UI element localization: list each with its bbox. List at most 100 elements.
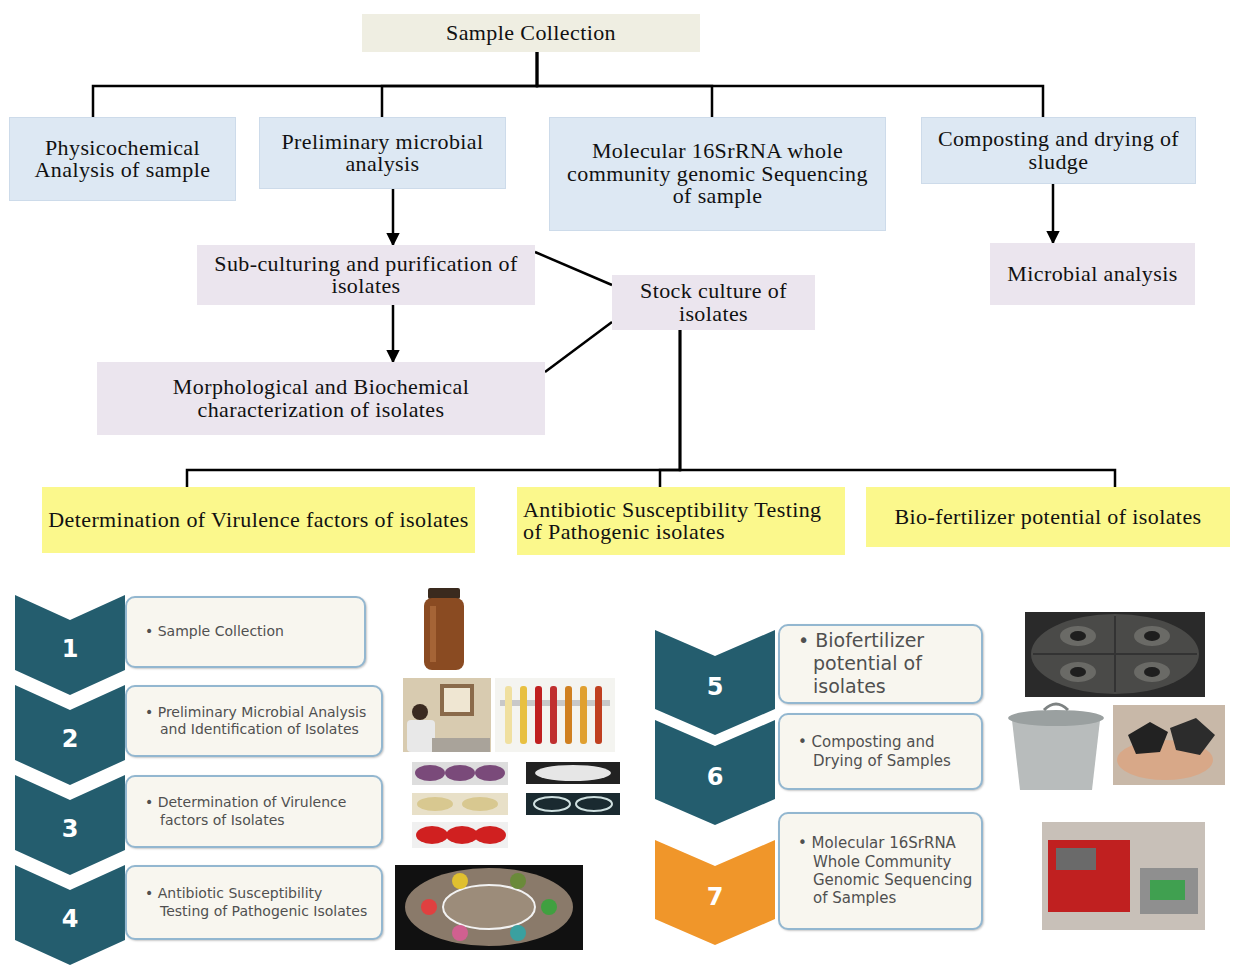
- step-number: 6: [655, 763, 775, 791]
- process-box: Sub-culturing and purification of isolat…: [197, 245, 535, 305]
- lab-photo: [403, 678, 491, 752]
- box-label: Molecular 16SrRNA whole community genomi…: [556, 140, 879, 207]
- person-coat: [407, 720, 435, 752]
- test-tube-photo: [495, 678, 615, 752]
- step-box: • Sample Collection: [125, 596, 366, 668]
- chevron-outline: [15, 775, 125, 875]
- test-tube: [565, 686, 572, 744]
- process-box: Composting and drying of sludge: [922, 118, 1195, 183]
- process-box: Morphological and Biochemical characteri…: [97, 362, 545, 435]
- connector-line: [537, 52, 1043, 118]
- agar-plate: [1031, 614, 1199, 694]
- colony: [1070, 631, 1086, 641]
- compost-bin-photo: [1008, 704, 1104, 790]
- process-box: Molecular 16SrRNA whole community genomi…: [550, 118, 885, 230]
- title-box: Sample Collection: [362, 14, 700, 52]
- jar-lid: [428, 588, 460, 599]
- photo-ground: [1025, 612, 1205, 697]
- petri-dish: [415, 765, 445, 781]
- step-box: • Antibiotic Susceptibility Testing of P…: [125, 865, 383, 940]
- step-box: • Composting and Drying of Samples: [778, 713, 983, 790]
- chevron-outline: [655, 840, 775, 945]
- step-box: • Determination of Virulence factors of …: [125, 775, 383, 848]
- connector-arrow: [392, 188, 395, 245]
- photo-ground: [1113, 705, 1225, 785]
- petri-dish: [417, 797, 453, 811]
- photo-ground: [495, 678, 615, 752]
- process-box: Physicochemical Analysis of sample: [10, 118, 235, 200]
- box-label: • Biofertilizer potential of isolates: [813, 629, 973, 699]
- photo-ground: [1042, 822, 1205, 930]
- box-label: Antibiotic Susceptibility Testing of Pat…: [523, 499, 839, 544]
- box-label: Morphological and Biochemical characteri…: [103, 376, 539, 421]
- step-number: 2: [15, 725, 125, 753]
- bin-lid: [1008, 710, 1104, 726]
- sludge-lump: [1170, 718, 1215, 755]
- step-chevron: 3: [15, 775, 125, 875]
- agar-plate: [405, 868, 573, 946]
- photo-ground: [526, 793, 620, 815]
- test-tube: [580, 686, 587, 744]
- test-tube: [535, 686, 542, 744]
- photo-ground: [412, 822, 508, 848]
- antibiotic-disc-photo: [395, 865, 583, 950]
- connector-line: [535, 252, 612, 285]
- bin-handle: [1044, 704, 1068, 710]
- wall-frame-inner: [444, 688, 470, 712]
- step-number: 3: [15, 815, 125, 843]
- process-box: Stock culture of isolates: [612, 275, 815, 330]
- box-label: Sample Collection: [368, 22, 694, 44]
- box-label: Composting and drying of sludge: [928, 128, 1189, 173]
- photo-ground: [412, 762, 508, 785]
- box-label: • Molecular 16SrRNA Whole Community Geno…: [813, 834, 973, 907]
- process-box: Microbial analysis: [990, 243, 1195, 305]
- process-box: Preliminary microbial analysis: [260, 118, 505, 188]
- halo-zone: [1134, 662, 1170, 682]
- photo-ground: [526, 762, 620, 784]
- sequencer-photo: [1042, 822, 1205, 930]
- outcome-box: Antibiotic Susceptibility Testing of Pat…: [517, 487, 845, 555]
- thermal-cycler: [1048, 840, 1130, 912]
- box-label: • Determination of Virulence factors of …: [160, 794, 373, 828]
- antibiotic-disc: [510, 873, 526, 889]
- device-body: [1140, 868, 1198, 914]
- halo-zone: [1060, 662, 1096, 682]
- dried-sludge-photo: [1113, 705, 1225, 785]
- photo-ground: [412, 793, 508, 815]
- petri-dish: [462, 797, 498, 811]
- plate-divider: [1033, 653, 1197, 655]
- sample-rack: [1150, 880, 1185, 900]
- petri-dish: [534, 797, 570, 811]
- box-label: Sub-culturing and purification of isolat…: [203, 253, 529, 298]
- step-box: • Preliminary Microbial Analysis and Ide…: [125, 685, 383, 757]
- step-number: 4: [15, 905, 125, 933]
- step-chevron: 2: [15, 685, 125, 785]
- box-label: Physicochemical Analysis of sample: [16, 137, 229, 182]
- connector-arrow: [1052, 183, 1055, 243]
- box-label: Stock culture of isolates: [618, 280, 809, 325]
- box-label: • Composting and Drying of Samples: [813, 733, 973, 770]
- test-tube: [595, 686, 602, 744]
- bench: [432, 738, 490, 752]
- connector-line: [382, 52, 537, 118]
- step-chevron: 7: [655, 840, 775, 945]
- step-box: • Molecular 16SrRNA Whole Community Geno…: [778, 812, 983, 930]
- box-label: Bio-fertilizer potential of isolates: [872, 506, 1224, 528]
- antibiotic-disc: [452, 925, 468, 941]
- step-box: • Biofertilizer potential of isolates: [778, 624, 983, 704]
- colony: [1144, 667, 1160, 677]
- petri-dish: [416, 826, 448, 844]
- antibiotic-disc: [452, 873, 468, 889]
- antibiotic-disc: [541, 899, 557, 915]
- jar-body: [424, 598, 464, 670]
- chevron-outline: [655, 630, 775, 735]
- petri-dish-photos: [412, 762, 620, 848]
- wall-frame: [440, 684, 474, 716]
- chevron-outline: [15, 685, 125, 785]
- step-chevron: 6: [655, 720, 775, 825]
- box-label: Microbial analysis: [996, 263, 1189, 285]
- petri-dish: [535, 765, 611, 781]
- disc-dispenser-ring: [443, 885, 535, 929]
- outcome-box: Determination of Virulence factors of is…: [42, 487, 475, 553]
